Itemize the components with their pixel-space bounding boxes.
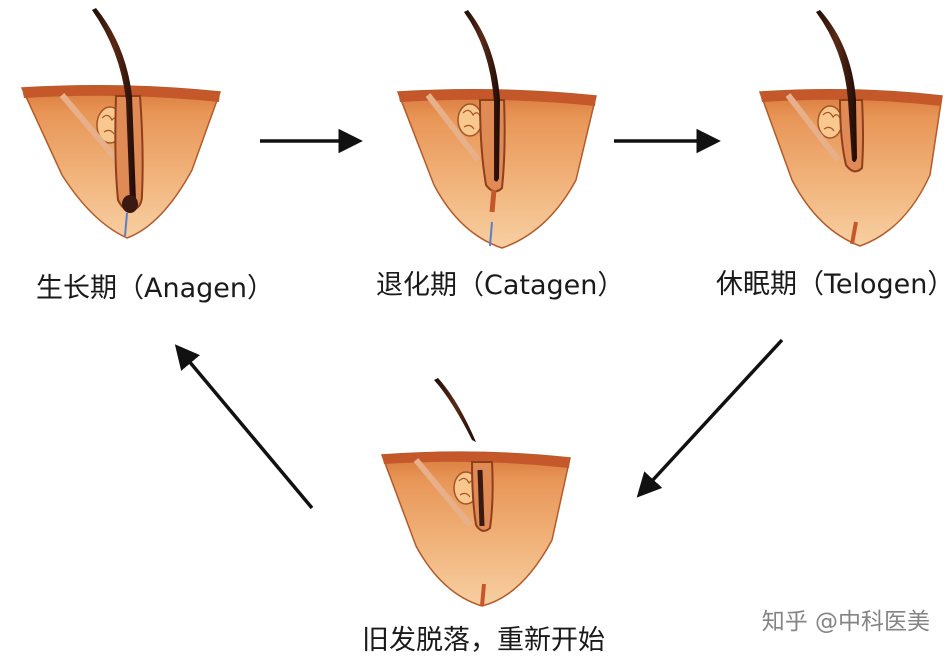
stage-label-shedding: 旧发脱落，重新开始 bbox=[362, 625, 605, 656]
anagen-illustration bbox=[20, 8, 222, 239]
stage-label-catagen: 退化期（Catagen） bbox=[376, 270, 625, 301]
telogen-illustration bbox=[758, 10, 943, 247]
catagen-illustration bbox=[396, 10, 597, 249]
arrow-shedding-to-anagen bbox=[174, 344, 314, 510]
stage-label-telogen: 休眠期（Telogen） bbox=[716, 269, 952, 300]
arrow-telogen-to-shedding bbox=[636, 338, 784, 498]
shedding-illustration bbox=[380, 378, 571, 607]
stage-label-anagen: 生长期（Anagen） bbox=[36, 273, 274, 304]
cycle-arrows bbox=[174, 128, 784, 510]
watermark-text: 知乎 @中科医美 bbox=[761, 609, 930, 635]
